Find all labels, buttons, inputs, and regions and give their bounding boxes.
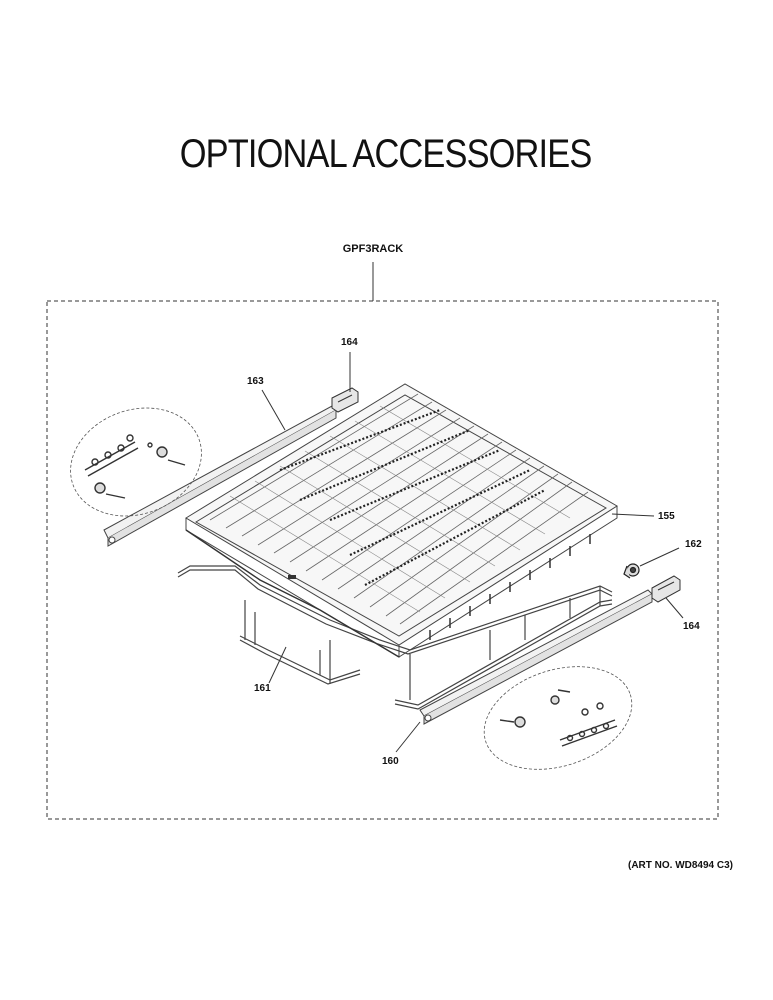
end-cap-164-right: [651, 575, 681, 603]
callout-leaders: [261, 352, 684, 753]
callout-155: 155: [658, 511, 675, 522]
end-cap-164-top: [331, 387, 359, 413]
left-rail-163: [103, 405, 337, 547]
left-wheel-detail: [70, 407, 202, 517]
wire-frame-161: [177, 565, 613, 710]
callout-160: 160: [382, 756, 399, 767]
callout-164-top: 164: [341, 337, 358, 348]
kit-label: GPF3RACK: [342, 243, 404, 255]
right-rail-160: [419, 589, 653, 725]
rack-basket-155: [185, 383, 618, 658]
stop-clip-162: [623, 563, 640, 579]
callout-162: 162: [685, 539, 702, 550]
callout-163: 163: [247, 376, 264, 387]
art-number: (ART NO. WD8494 C3): [627, 860, 733, 871]
callout-164-right: 164: [683, 621, 700, 632]
page-title: OPTIONAL ACCESSORIES: [179, 132, 593, 176]
right-wheel-detail: [483, 666, 633, 770]
callout-161: 161: [254, 683, 271, 694]
